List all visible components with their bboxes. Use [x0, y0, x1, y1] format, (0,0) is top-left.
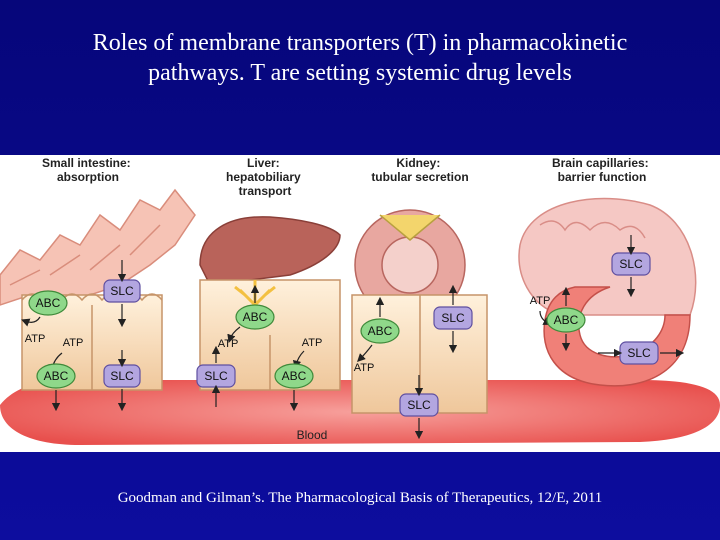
svg-text:ABC: ABC [36, 296, 61, 310]
kidney-atp: ATP [354, 362, 375, 374]
brain-tissue [518, 197, 697, 316]
kidney-slc-basolateral: SLC [399, 393, 439, 417]
kidney-label: Kidney: tubular secretion [371, 156, 468, 184]
svg-text:SLC: SLC [204, 369, 228, 383]
intestine-abc-basolateral: ABC [36, 363, 76, 389]
kidney-organ [354, 209, 466, 321]
intestine-slc-apical: SLC [103, 279, 141, 303]
svg-text:ABC: ABC [243, 310, 268, 324]
title-line-2: pathways. T are setting systemic drug le… [148, 60, 572, 86]
svg-text:ABC: ABC [554, 313, 579, 327]
slide-title: Roles of membrane transporters (T) in ph… [10, 28, 710, 88]
intestine-atp-2: ATP [63, 337, 84, 349]
blood-label: Blood [297, 428, 328, 442]
citation: Goodman and Gilman’s. The Pharmacologica… [117, 490, 603, 506]
brain-atp: ATP [530, 295, 551, 307]
liver-organ [199, 216, 341, 286]
brain-label: Brain capillaries: barrier function [552, 156, 652, 184]
svg-text:SLC: SLC [441, 311, 465, 325]
brain-slc-top: SLC [611, 252, 651, 276]
liver-abc-canalicular: ABC [235, 304, 275, 330]
intestine-abc-apical: ABC [28, 290, 68, 316]
svg-text:ABC: ABC [44, 369, 69, 383]
svg-text:SLC: SLC [110, 369, 134, 383]
brain-abc: ABC [546, 307, 586, 333]
kidney-slc-apical: SLC [433, 306, 473, 330]
liver-label: Liver: hepatobiliary transport [226, 156, 304, 198]
intestine-label: Small intestine: absorption [42, 156, 134, 184]
intestine-slc-basolateral: SLC [103, 364, 141, 388]
diagram-panel: Small intestine: absorption Liver: hepat… [0, 155, 720, 452]
intestine-villi [0, 188, 196, 306]
svg-text:SLC: SLC [407, 398, 431, 412]
transporter-diagram: Small intestine: absorption Liver: hepat… [0, 156, 720, 445]
svg-text:SLC: SLC [110, 284, 134, 298]
kidney-abc-apical: ABC [360, 318, 400, 344]
brain-slc-bottom: SLC [619, 341, 659, 365]
liver-atp-2: ATP [302, 337, 323, 349]
svg-text:SLC: SLC [619, 257, 643, 271]
title-line-1: Roles of membrane transporters (T) in ph… [92, 30, 628, 56]
svg-text:ABC: ABC [368, 324, 393, 338]
liver-abc-sinusoidal: ABC [274, 363, 314, 389]
svg-text:SLC: SLC [627, 346, 651, 360]
liver-slc-sinusoidal: SLC [196, 364, 236, 388]
liver-atp-1: ATP [218, 338, 239, 350]
intestine-atp-1: ATP [25, 333, 46, 345]
svg-text:ABC: ABC [282, 369, 307, 383]
